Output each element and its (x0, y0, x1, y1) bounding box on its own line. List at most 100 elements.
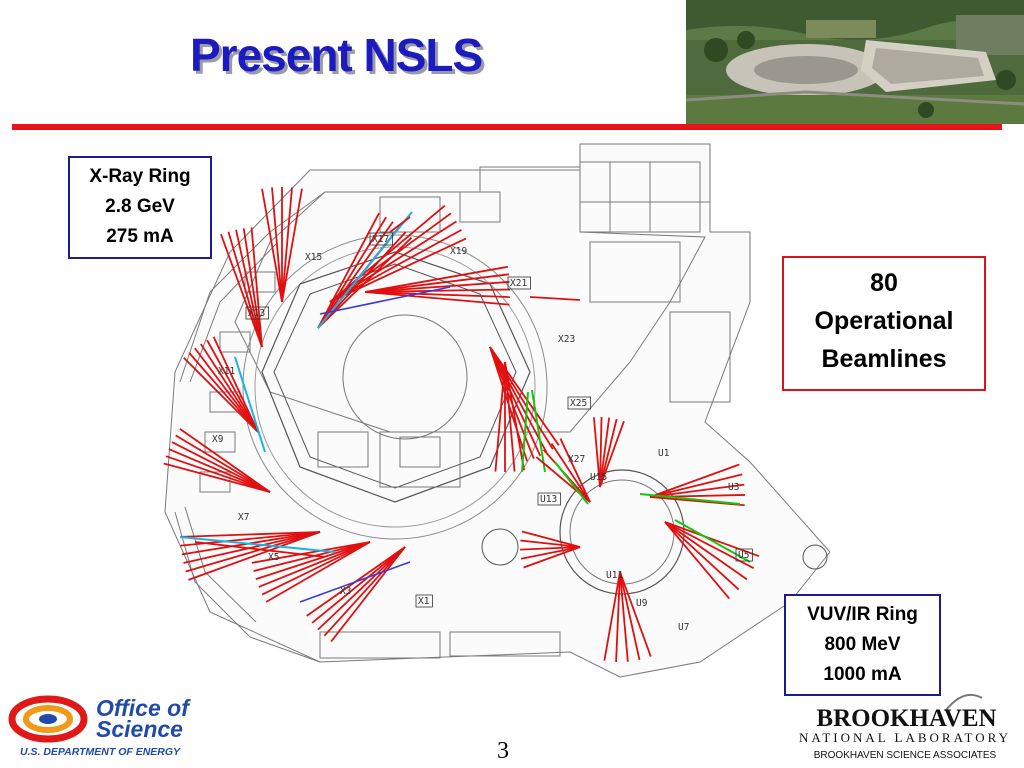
beamline-17 (364, 291, 510, 306)
beamline-10 (329, 229, 462, 303)
beamline-19 (489, 346, 554, 450)
beamline-99 (521, 530, 581, 548)
port-label-x15: X15 (305, 252, 322, 263)
bnl-subtitle: NATIONAL LABORATORY (799, 730, 1011, 745)
beamline-count: 80 (870, 269, 898, 297)
vuv-ring-name: VUV/IR Ring (807, 604, 918, 625)
port-label-u11: U11 (606, 570, 623, 581)
port-label-box-u13 (537, 492, 562, 506)
vuv-ring-info-box: VUV/IR Ring 800 MeV 1000 mA (784, 594, 941, 696)
bnl-associates: BROOKHAVEN SCIENCE ASSOCIATES (813, 750, 997, 761)
beamline-70 (299, 561, 411, 603)
page-title: Present NSLS (190, 29, 483, 81)
beamline-65 (311, 546, 406, 624)
xray-ring-name: X-Ray Ring (89, 166, 191, 187)
port-label-u7: U7 (678, 622, 689, 633)
beamline-97 (520, 546, 581, 551)
beamline-43 (212, 336, 259, 433)
port-label-u13: U13 (540, 494, 557, 505)
beamline-107 (194, 541, 326, 558)
port-label-box-x21 (507, 276, 532, 290)
beamline-108 (529, 296, 581, 301)
beamline-87 (664, 521, 748, 581)
beamline-16 (364, 291, 510, 298)
beamline-91 (619, 571, 641, 661)
beamline-32 (281, 188, 303, 303)
vuv-ring-current: 1000 mA (823, 664, 902, 685)
beamline-105 (674, 519, 751, 563)
beamline-93 (615, 571, 621, 662)
beamline-69 (179, 536, 336, 553)
beamline-56 (265, 541, 371, 603)
beamline-1 (317, 212, 380, 329)
beamline-86 (664, 521, 755, 569)
bnl-name: BROOKHAVEN (816, 705, 997, 732)
beamline-88 (664, 521, 740, 591)
building-outline (164, 143, 830, 678)
beamline-106 (554, 461, 589, 505)
beamline-25 (504, 361, 516, 472)
beamline-67 (317, 211, 413, 329)
beamline-55 (180, 531, 321, 538)
beamline-73 (531, 389, 546, 473)
beamline-96 (520, 546, 581, 560)
beamline-15 (364, 288, 510, 293)
beamline-3 (317, 221, 394, 329)
port-label-u1: U1 (658, 448, 670, 459)
doe-swirl-icon (8, 695, 88, 743)
beamline-92 (619, 571, 629, 662)
beamline-72 (521, 391, 529, 473)
beamline-80 (649, 463, 740, 498)
beamline-89 (664, 521, 730, 600)
aerial-photo-image (686, 0, 1024, 124)
port-label-x13: X13 (248, 308, 265, 319)
port-label-x23: X23 (558, 334, 575, 345)
port-label-box-u5 (735, 548, 753, 562)
port-label-box-x25 (567, 396, 592, 410)
beamline-77 (599, 417, 611, 488)
beamline-2 (317, 216, 387, 329)
beamline-71 (319, 286, 451, 315)
beamline-60 (253, 541, 371, 572)
beamlines-label-line2: Beamlines (821, 345, 947, 373)
beamline-33 (220, 233, 263, 348)
beamline-78 (599, 418, 618, 488)
title-divider-bar (12, 124, 1002, 130)
beamline-47 (171, 441, 271, 493)
beamline-51 (185, 531, 321, 573)
port-label-box-x13 (245, 306, 270, 320)
beamline-103 (559, 438, 591, 503)
port-labels: X17X19X15X21X13X23X11X25X9X27U1U15U3U13X… (212, 232, 753, 633)
beamline-59 (255, 541, 371, 580)
beamline-7 (329, 204, 446, 303)
nsls-floorplan: X17X19X15X21X13X23X11X25X9X27U1U15U3U13X… (163, 143, 830, 678)
beamline-13 (364, 273, 510, 293)
beamline-11 (329, 237, 467, 303)
port-label-x11: X11 (218, 366, 235, 377)
beamline-28 (261, 188, 283, 303)
aerial-photo (686, 0, 1024, 124)
page-number: 3 (497, 738, 509, 764)
port-label-box-x17 (369, 232, 394, 246)
beamline-21 (489, 346, 542, 457)
doe-logo-text: Office of Science (96, 695, 189, 742)
vuv-ring-energy: 800 MeV (824, 634, 901, 655)
beamline-41 (200, 343, 259, 433)
bnl-swoosh-icon (945, 694, 983, 711)
beamline-27 (494, 361, 506, 472)
beamline-81 (649, 473, 743, 498)
beamline-42 (206, 339, 259, 433)
beamline-82 (649, 483, 745, 498)
port-label-x1: X1 (418, 596, 430, 607)
beamline-12 (364, 265, 508, 293)
port-label-u9: U9 (636, 598, 648, 609)
beamline-35 (235, 229, 263, 348)
operational-beamlines-box: 80 Operational Beamlines (782, 256, 986, 391)
beamline-76 (599, 416, 603, 488)
doe-subtitle: U.S. DEPARTMENT OF ENERGY (20, 746, 181, 758)
beamline-94 (603, 571, 621, 661)
beamline-40 (194, 347, 259, 433)
beamline-18 (489, 346, 560, 446)
beamline-75 (593, 417, 601, 488)
port-label-box-x1 (415, 594, 433, 608)
